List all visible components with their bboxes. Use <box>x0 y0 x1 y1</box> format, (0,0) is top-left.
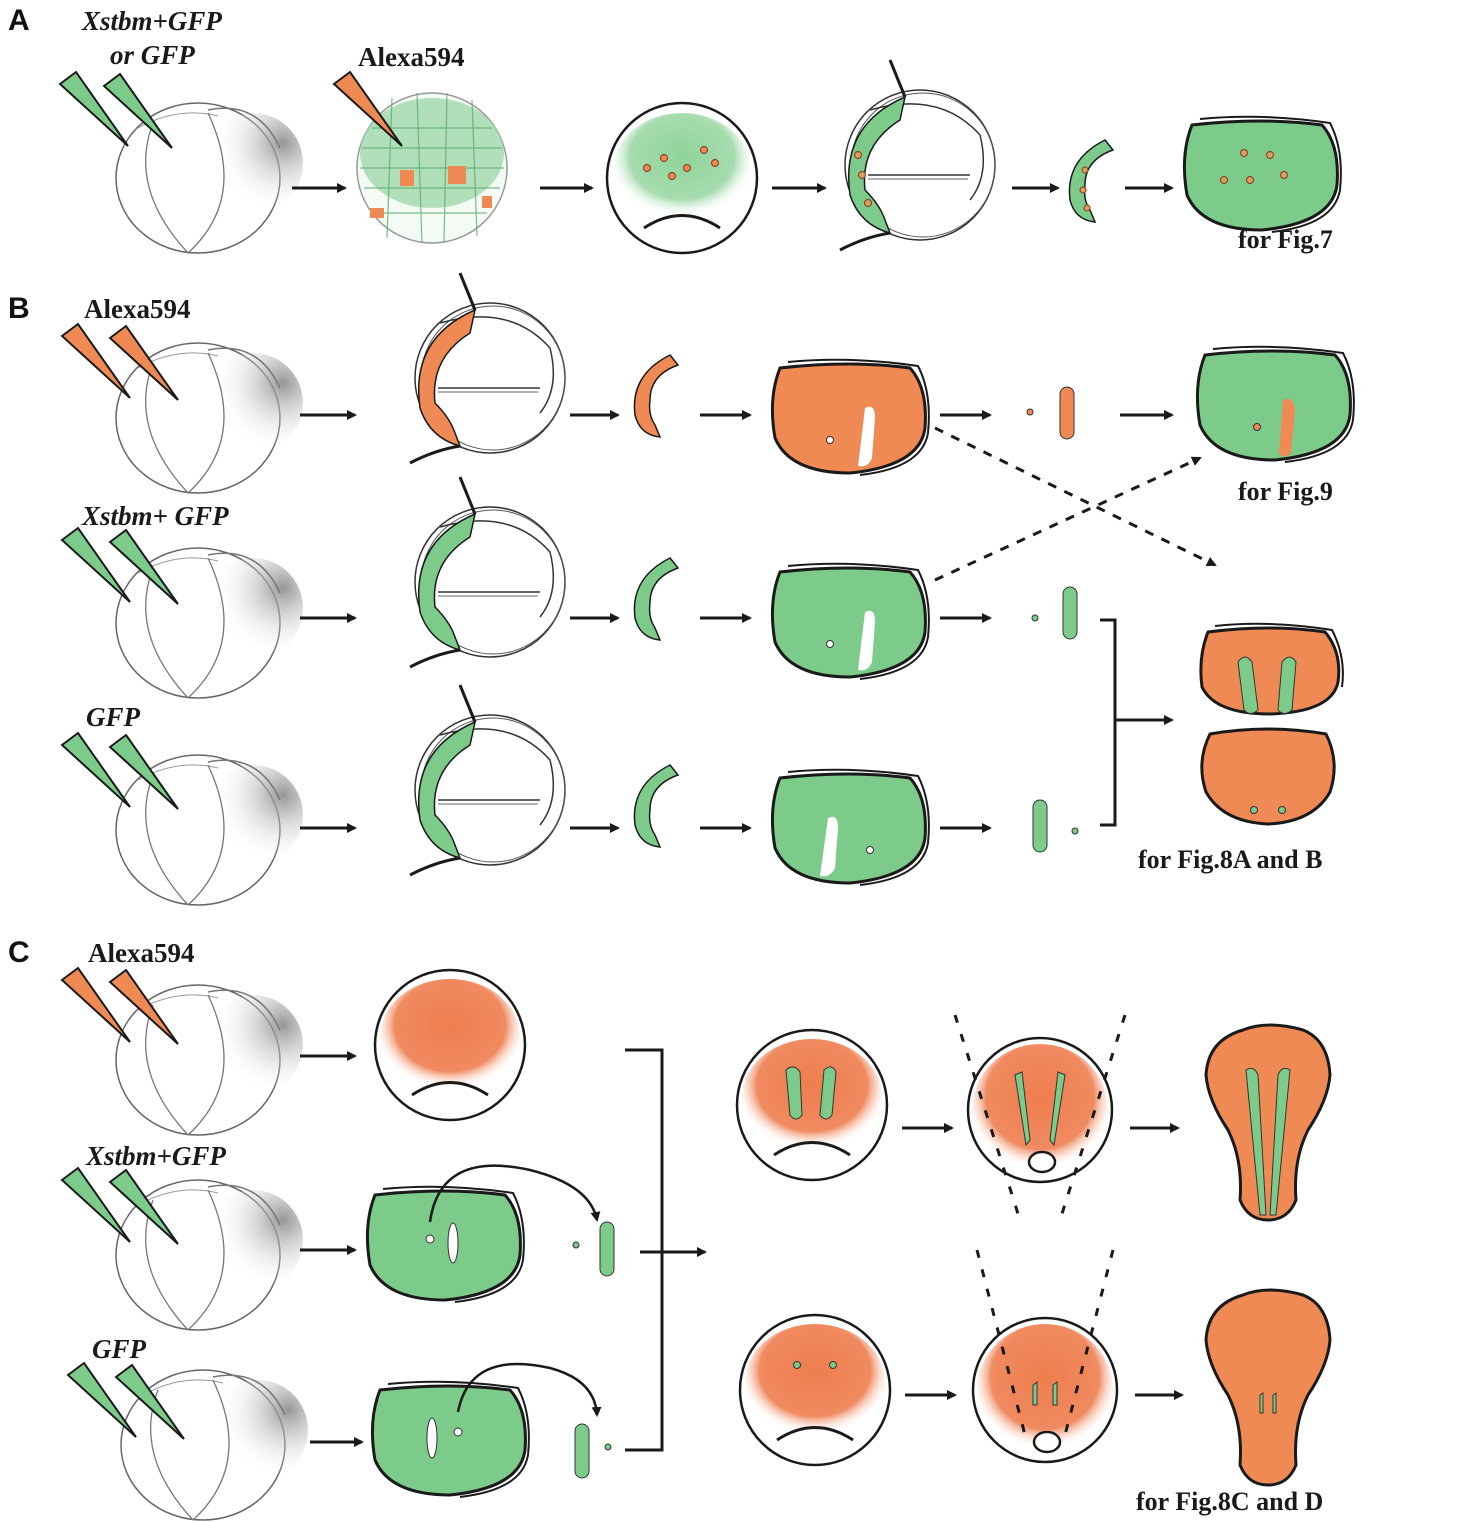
four-cell-embryo <box>115 102 304 254</box>
gastrula-sagittal-green <box>838 58 997 252</box>
transplant-arrow <box>456 1362 602 1417</box>
injection-label-b-alexa: Alexa594 <box>84 294 190 324</box>
fragments-green <box>572 1221 615 1277</box>
gastrula-sagittal-orange <box>408 271 567 465</box>
caption-fig7: for Fig.7 <box>1238 225 1333 254</box>
bracket <box>625 1048 664 1452</box>
dashed-arrow <box>934 456 1202 582</box>
bracket <box>1100 618 1117 827</box>
injection-label-c-gfp: GFP <box>92 1334 147 1364</box>
gastrula-sagittal-green <box>408 683 567 877</box>
injection-label-c-xstbm: Xstbm+GFP <box>85 1141 226 1171</box>
sandwich-green <box>370 1380 531 1499</box>
blastula-labeled-cells <box>356 92 508 244</box>
sandwich-orange-with-green <box>1199 622 1344 716</box>
panel-letter-b: B <box>8 292 30 325</box>
fragments-green <box>1032 799 1079 853</box>
panel-letter-c: C <box>8 936 30 969</box>
tailbud-orange-with-green-stripes <box>1204 1023 1332 1222</box>
panel-b: B Alexa594 for Fig.9 <box>8 271 1356 906</box>
explant-green <box>633 557 679 641</box>
transplant-arrow <box>428 1164 601 1223</box>
explant-orange <box>633 354 679 438</box>
sandwich-orange <box>770 358 931 477</box>
caption-fig8cd: for Fig.8C and D <box>1136 1487 1323 1516</box>
gastrula-orange-with-green-stripes <box>735 1028 889 1182</box>
tailbud-orange-with-green-marks <box>1204 1288 1332 1487</box>
sandwich-green <box>1182 115 1343 234</box>
dashed-line <box>953 1014 1022 1221</box>
panel-a: A Xstbm+GFP or GFP Alexa594 <box>8 4 1343 255</box>
gastrula-orange-glow <box>373 968 527 1122</box>
dashed-line <box>1058 1014 1127 1221</box>
panel-letter-a: A <box>8 4 30 37</box>
sandwich-orange-with-green-dots <box>1200 727 1336 826</box>
gastrula-green-glow <box>605 101 759 255</box>
fragments-orange <box>1026 386 1075 440</box>
gastrula-sagittal-green <box>408 475 567 669</box>
caption-fig9: for Fig.9 <box>1238 477 1333 506</box>
explant-green <box>1068 139 1114 223</box>
sandwich-green-with-orange <box>1195 345 1356 464</box>
injection-label-a-alexa: Alexa594 <box>358 42 464 72</box>
injection-label-a-line1: Xstbm+GFP <box>81 6 222 36</box>
injection-label-b-xstbm: Xstbm+ GFP <box>81 501 229 531</box>
neurula-orange-with-green-marks <box>971 1249 1119 1464</box>
gastrula-orange-with-green-dots <box>738 1313 892 1467</box>
dashed-arrow <box>934 426 1217 567</box>
explant-green <box>633 764 679 848</box>
fragments-green <box>1031 586 1078 640</box>
sandwich-green <box>770 562 931 681</box>
neurula-orange-with-green-stripes <box>953 1014 1127 1221</box>
caption-fig8ab: for Fig.8A and B <box>1138 845 1322 874</box>
sandwich-green <box>365 1185 526 1304</box>
sandwich-green <box>770 768 931 887</box>
injection-label-c-alexa: Alexa594 <box>88 938 194 968</box>
panel-c: C Alexa594 Xstbm+GFP GFP <box>8 936 1332 1521</box>
fragments-green <box>574 1423 612 1479</box>
injection-label-a-line2: or GFP <box>110 40 195 70</box>
injection-label-b-gfp: GFP <box>86 702 141 732</box>
